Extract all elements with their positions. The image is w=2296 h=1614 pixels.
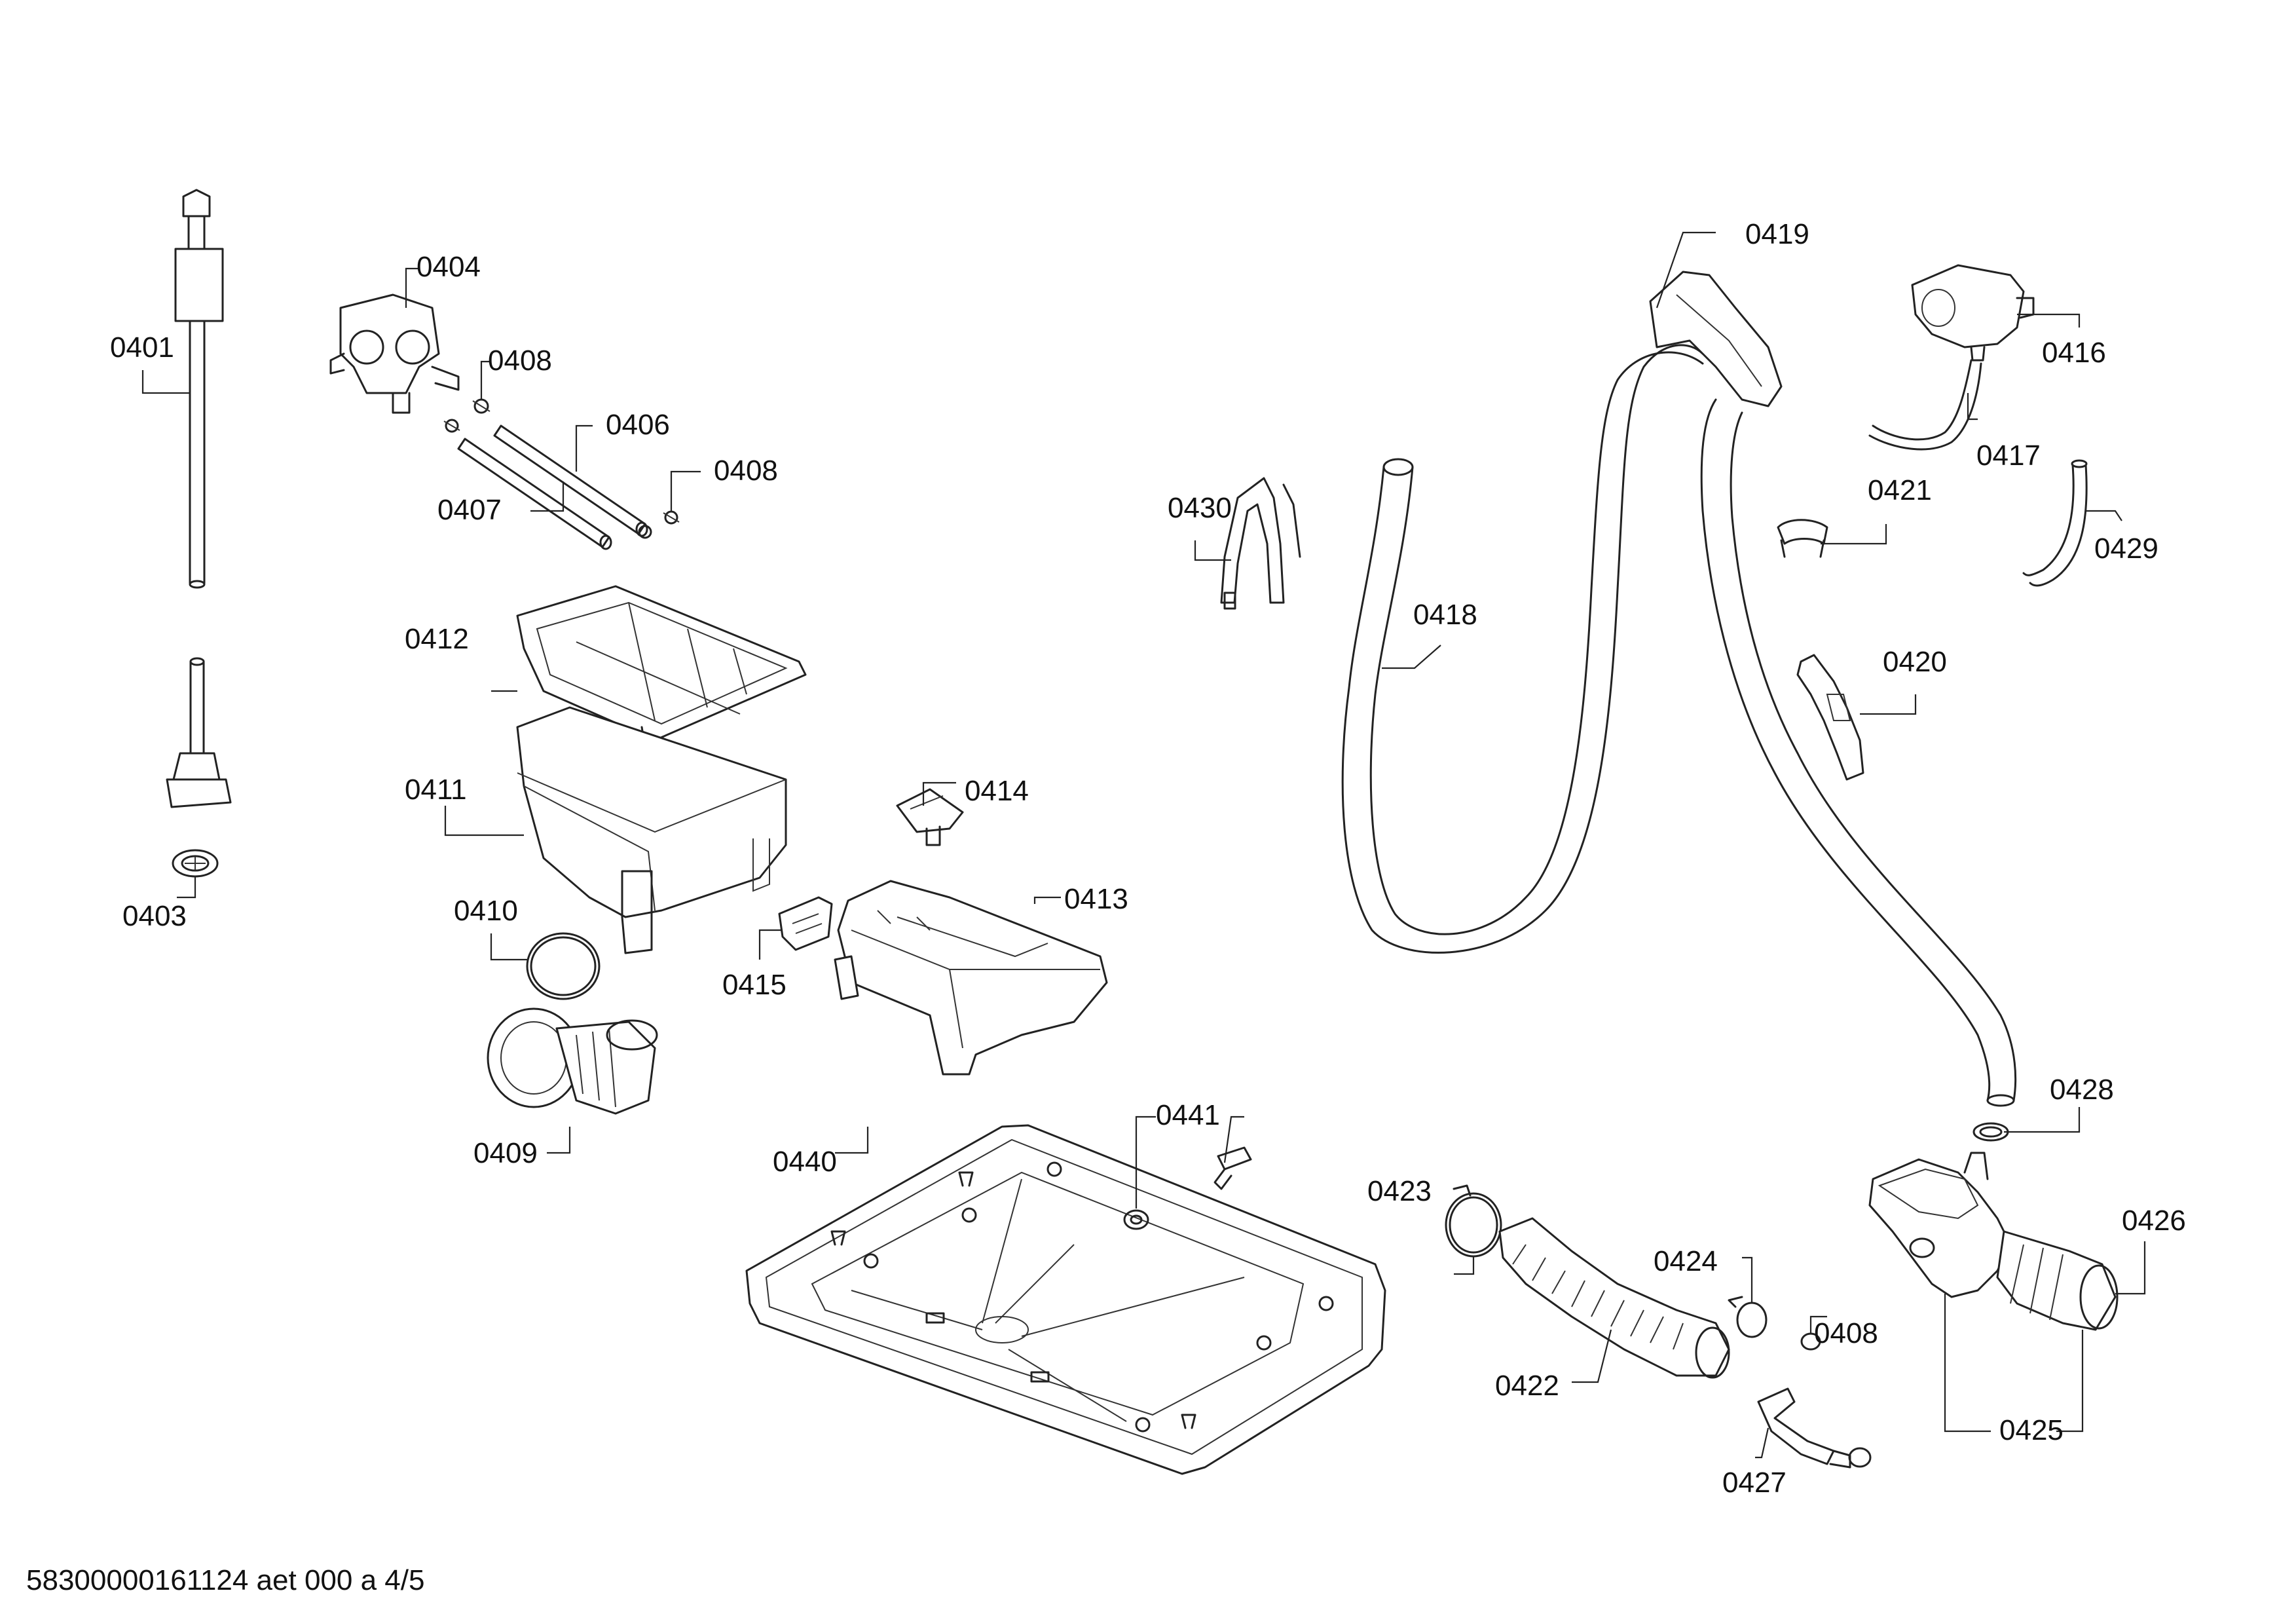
label-0410: 0410 [454,895,518,927]
label-0412: 0412 [405,623,469,655]
part-0403-filter [172,849,219,878]
part-0409-bellows [487,1007,658,1115]
label-0419: 0419 [1745,218,1809,250]
label-0423: 0423 [1367,1175,1432,1207]
part-0427-connector-hose [1757,1387,1872,1469]
document-footer-code: 58300000161124 aet 000 a 4/5 [26,1564,424,1596]
part-0441-screw-and-nut [1123,1146,1252,1230]
part-0411-dispenser-housing [516,706,787,954]
part-0418-drain-hose [1341,344,1704,954]
label-0418: 0418 [1413,599,1477,631]
part-0408-clip-a [472,398,491,414]
part-0428-hose-clamp [1972,1122,2009,1142]
label-0425: 0425 [1999,1414,2064,1446]
label-0403: 0403 [122,900,187,932]
label-0422: 0422 [1495,1370,1559,1402]
label-0440: 0440 [773,1146,837,1178]
part-0412-dispenser-lid [516,585,807,748]
part-0413-detergent-drawer [834,880,1108,1076]
part-0415-cap [778,896,833,951]
part-0422-corrugated-hose [1498,1217,1730,1379]
label-0408-bottom: 0408 [1814,1317,1878,1349]
part-0430-hose-guide [1220,477,1301,610]
label-0409: 0409 [473,1137,538,1169]
label-0401: 0401 [110,331,174,364]
label-0424: 0424 [1654,1245,1718,1277]
part-0404-inlet-valve [329,293,460,414]
part-0419-drain-hose-upper [1649,271,2017,1107]
part-0414-siphon [896,788,964,846]
part-0429-small-hose [2022,459,2088,587]
part-0440-base-plate [745,1124,1386,1475]
label-0428: 0428 [2050,1074,2114,1106]
label-0407: 0407 [437,494,502,526]
label-0427: 0427 [1722,1467,1787,1499]
label-0408-top: 0408 [488,345,552,377]
label-0404: 0404 [417,251,481,283]
label-0414: 0414 [965,775,1029,807]
label-0415: 0415 [722,969,787,1001]
part-0426-pump-filter [1996,1230,2119,1331]
label-0416: 0416 [2042,337,2106,369]
part-0425-drain-pump [1868,1152,2012,1298]
label-0421: 0421 [1868,474,1932,506]
label-0420: 0420 [1883,646,1947,678]
part-0421-clamp [1777,519,1828,558]
part-0401-inlet-hose [166,189,232,808]
label-0413: 0413 [1064,883,1128,915]
part-0416-pressure-switch [1911,264,2035,362]
part-0420-bracket [1796,654,1864,781]
label-0429: 0429 [2094,533,2158,565]
leader-lines [141,231,2146,1459]
part-0423-clamp-ring [1445,1184,1502,1258]
part-0424-hose-clamp [1728,1296,1768,1338]
label-0406: 0406 [606,409,670,441]
label-0417: 0417 [1976,440,2041,472]
part-0408-clip-c [663,510,680,525]
label-0408-mid: 0408 [714,455,778,487]
label-0411: 0411 [405,774,467,806]
label-0426: 0426 [2122,1205,2186,1237]
part-0417-small-hose [1868,359,1982,451]
label-0441: 0441 [1156,1099,1220,1131]
part-0407-tube [457,438,612,550]
part-0410-ring [526,932,601,1000]
label-0430: 0430 [1168,492,1232,524]
part-0408-clip-d [638,525,652,539]
part-0408-clip-b [443,419,460,433]
